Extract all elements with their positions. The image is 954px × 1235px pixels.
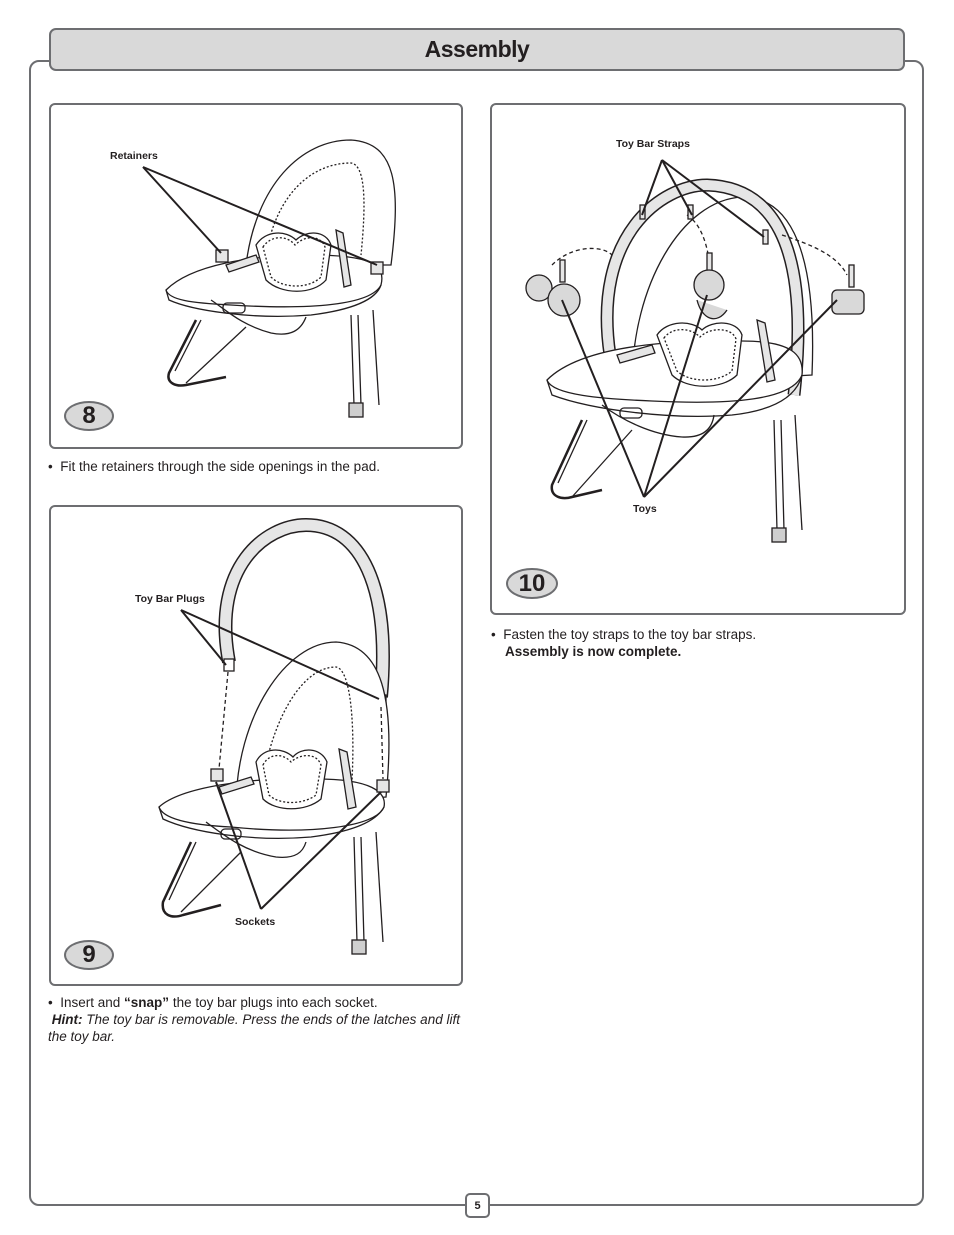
page-number: 5: [465, 1193, 490, 1218]
step-8-panel: Retainers 8: [49, 103, 463, 449]
step-8-instruction: • Fit the retainers through the side ope…: [48, 458, 458, 475]
page-title: Assembly: [424, 36, 530, 62]
bullet: •: [48, 459, 53, 474]
assembly-complete-text: Assembly is now complete.: [505, 644, 682, 659]
step-9-panel: Toy Bar Plugs Sockets 9: [49, 505, 463, 986]
step-8-instruction-text: Fit the retainers through the side openi…: [60, 459, 380, 474]
bullet: •: [491, 627, 496, 642]
step-10-instruction-text: Fasten the toy straps to the toy bar str…: [503, 627, 757, 642]
callout-toys: Toys: [633, 503, 657, 515]
callout-retainers: Retainers: [110, 150, 158, 162]
callout-toy-bar-straps: Toy Bar Straps: [616, 138, 690, 150]
step-10-badge: 10: [506, 568, 558, 599]
bullet: •: [48, 995, 53, 1010]
step-9-text-after: the toy bar plugs into each socket.: [169, 995, 378, 1010]
step-8-badge: 8: [64, 401, 114, 431]
step-9-badge: 9: [64, 940, 114, 970]
header-bar: Assembly: [49, 28, 905, 71]
callout-toy-bar-plugs: Toy Bar Plugs: [135, 593, 205, 605]
snap-emphasis: “snap”: [124, 995, 170, 1010]
step-9-text-before: Insert and: [60, 995, 125, 1010]
step-9-instruction: • Insert and “snap” the toy bar plugs in…: [48, 994, 460, 1045]
step-8-illustration: [142, 139, 396, 418]
hint-label: Hint:: [51, 1012, 83, 1027]
step-10-illustration: [525, 159, 865, 543]
step-10-instruction: • Fasten the toy straps to the toy bar s…: [491, 626, 891, 660]
step-10-panel: Toy Bar Straps Toys 10: [490, 103, 906, 615]
callout-sockets: Sockets: [235, 916, 276, 928]
hint-text: The toy bar is removable. Press the ends…: [48, 1012, 460, 1044]
step-9-illustration: [158, 517, 390, 955]
